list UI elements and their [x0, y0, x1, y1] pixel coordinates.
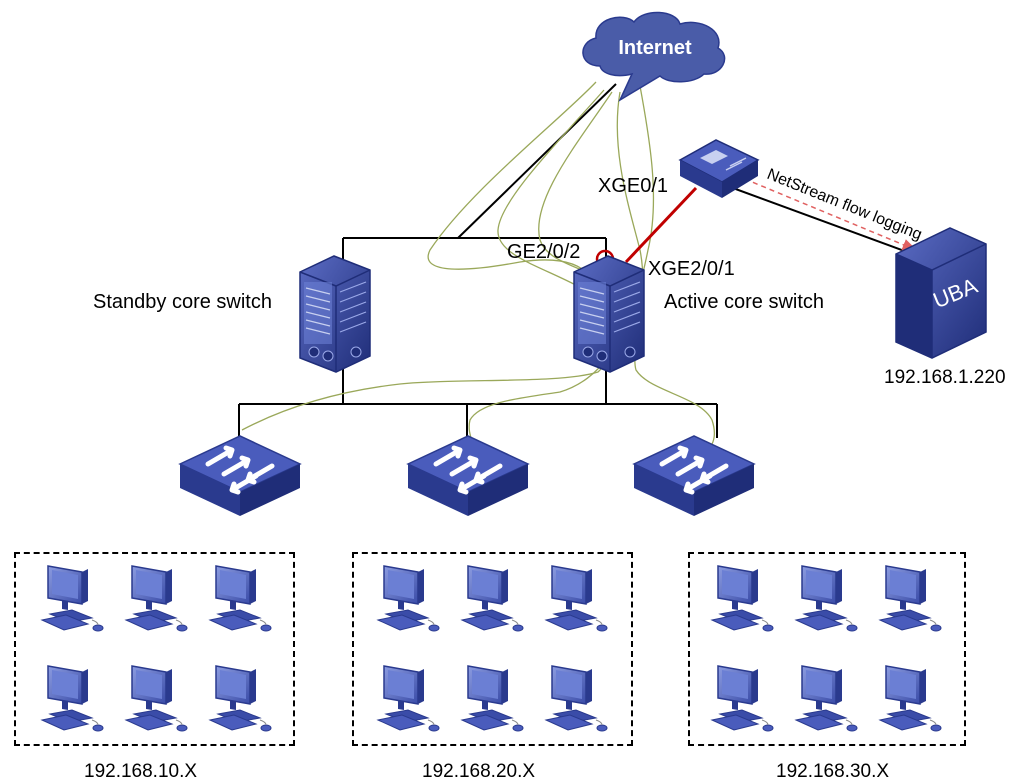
- subnet-label-30: 192.168.30.X: [776, 761, 890, 782]
- subnet-box-20: [352, 552, 633, 746]
- active-core-switch-label: Active core switch: [664, 291, 825, 313]
- traffic-paths: [241, 81, 715, 445]
- subnet-box-10: [14, 552, 295, 746]
- probe-device-icon: [678, 139, 760, 198]
- access-switch-icon-3: [634, 436, 754, 516]
- subnet-label-10: 192.168.10.X: [84, 761, 198, 782]
- uba-ip-label: 192.168.1.220: [884, 367, 1006, 388]
- uba-server-icon: UBA: [895, 227, 987, 359]
- internet-label: Internet: [618, 37, 692, 59]
- internet-uplink: [457, 83, 617, 239]
- subnet-box-30: [688, 552, 966, 746]
- standby-core-switch-icon: [299, 255, 371, 373]
- access-switch-icon-1: [180, 436, 300, 516]
- standby-core-switch-label: Standby core switch: [93, 291, 272, 313]
- probe-to-uba-link: [721, 183, 919, 257]
- subnet-label-20: 192.168.20.X: [422, 761, 536, 782]
- active-core-switch-icon: [573, 255, 645, 373]
- ge-port-label: GE2/0/2: [507, 241, 581, 263]
- probe-port-label: XGE0/1: [598, 175, 669, 197]
- mirror-link: [624, 186, 698, 264]
- xge-port-label: XGE2/0/1: [648, 258, 735, 280]
- access-switch-icon-2: [408, 436, 528, 516]
- netstream-flow-arrow: [727, 171, 918, 251]
- backbone-links: [238, 83, 919, 438]
- netstream-flow-label: NetStream flow logging: [765, 166, 925, 244]
- internet-cloud-icon: Internet: [582, 11, 726, 102]
